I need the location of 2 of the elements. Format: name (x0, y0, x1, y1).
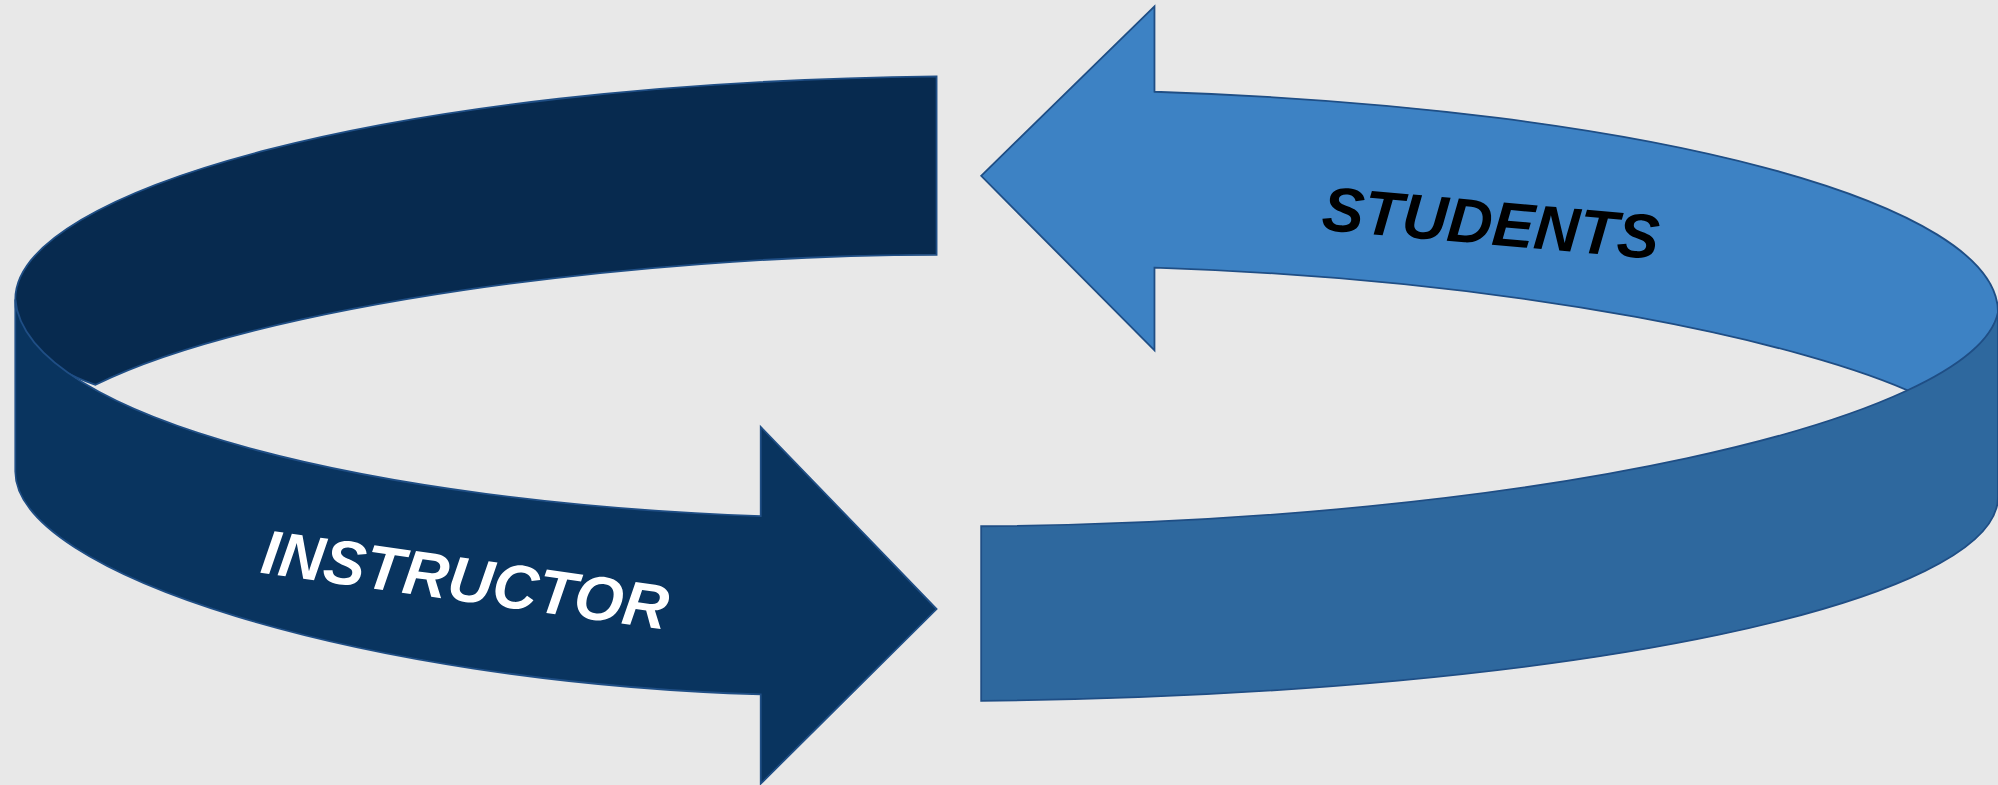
arrow-band: STUDENTS (980, 5, 1998, 702)
arrow-band: INSTRUCTOR (14, 75, 938, 785)
